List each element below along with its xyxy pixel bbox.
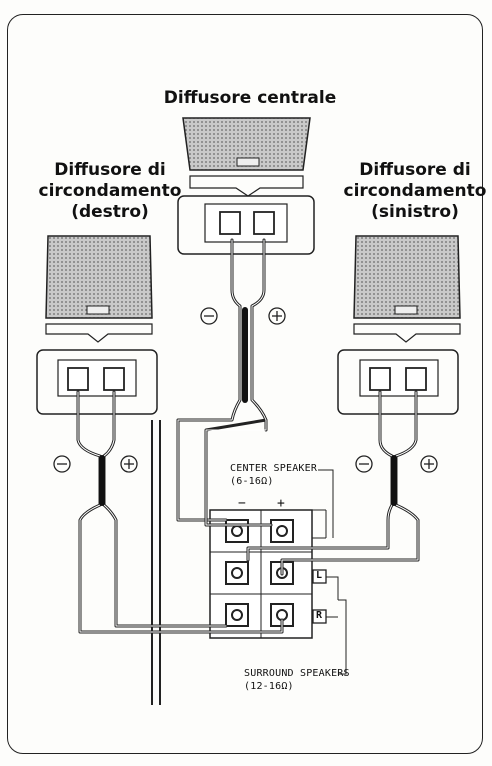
center-speaker-terminal-box [177, 195, 315, 255]
minus-marker: − [238, 496, 247, 511]
center-speaker [182, 117, 311, 197]
surround-speakers-label: SURROUND SPEAKERS [244, 668, 350, 679]
speaker-cables [76, 238, 420, 634]
plus-marker: + [277, 496, 286, 511]
center-speaker-title: Diffusore centrale [163, 88, 337, 108]
surround-left-title: Diffusore di circondamento (sinistro) [343, 160, 487, 222]
surround-right-title: Diffusore di circondamento (destro) [38, 160, 182, 222]
surround-left-terminal-box [337, 349, 459, 415]
center-speaker-label: CENTER SPEAKER [230, 463, 318, 474]
label-leaders [318, 469, 347, 675]
surround-impedance-label: (12-16Ω) [244, 681, 294, 692]
diagram-frame [7, 14, 483, 754]
surround-right-speaker [45, 235, 153, 343]
polarity-symbols [53, 307, 438, 473]
panel-rails [151, 420, 161, 705]
surround-left-speaker [353, 235, 461, 343]
channel-r-label: R [316, 610, 323, 621]
surround-right-terminal-box [36, 349, 158, 415]
channel-l-label: L [316, 570, 323, 581]
center-impedance-label: (6-16Ω) [230, 476, 274, 487]
